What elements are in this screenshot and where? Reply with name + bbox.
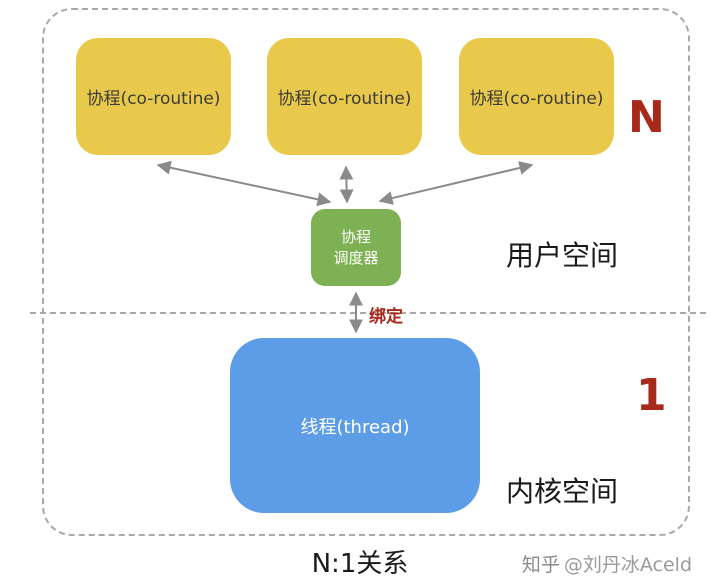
- coroutine-box-3: 协程(co-routine): [459, 38, 614, 155]
- scheduler-label-line1: 协程: [340, 228, 371, 247]
- user-space-label: 用户空间: [506, 239, 619, 272]
- coroutine-label-2: 协程(co-routine): [277, 89, 412, 109]
- coroutine-box-1: 协程(co-routine): [76, 38, 231, 155]
- thread-box: 线程(thread): [230, 338, 480, 513]
- space-divider-line: [30, 312, 706, 314]
- thread-label: 线程(thread): [300, 416, 410, 438]
- coroutine-label-3: 协程(co-routine): [469, 89, 604, 109]
- dashed-outer-border: [42, 8, 690, 536]
- multiplicity-one-label: 1: [636, 370, 667, 421]
- diagram-caption: N:1关系: [311, 549, 409, 579]
- scheduler-box: 协程 调度器: [311, 209, 401, 286]
- watermark-brand: 知乎: [521, 554, 560, 576]
- multiplicity-n-label: N: [628, 92, 665, 143]
- bind-label: 绑定: [369, 307, 403, 327]
- watermark: 知乎@刘丹冰Aceld: [522, 550, 692, 577]
- scheduler-label-line2: 调度器: [333, 248, 379, 267]
- kernel-space-label: 内核空间: [506, 475, 619, 508]
- coroutine-box-2: 协程(co-routine): [267, 38, 422, 155]
- coroutine-label-1: 协程(co-routine): [86, 89, 221, 109]
- watermark-handle: @刘丹冰Aceld: [563, 554, 692, 576]
